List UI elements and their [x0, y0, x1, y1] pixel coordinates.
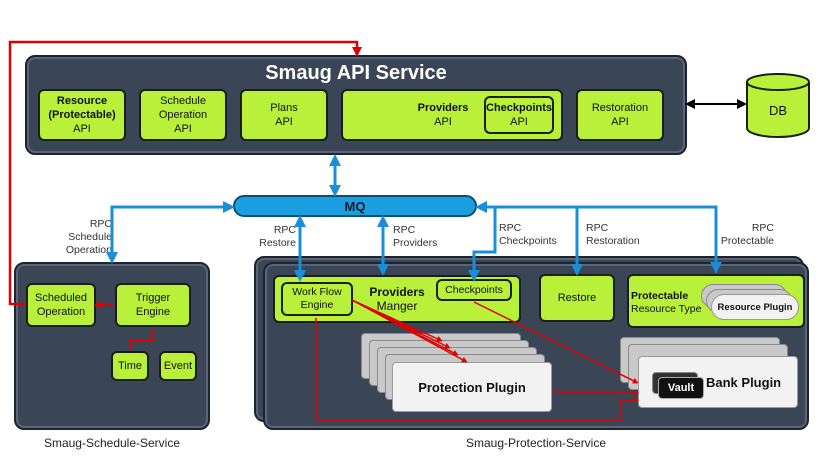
- checkpoints-api-box: Checkpoints API: [484, 96, 554, 134]
- resource-api-box: Resource (Protectable) API: [38, 89, 126, 141]
- mq-schedule-arrow: [106, 201, 235, 264]
- protectable-resource-type-label: Protectable Resource Type: [631, 290, 705, 316]
- protection-plugin-box: Protection Plugin: [392, 362, 552, 412]
- rpc-protectable-line2: Protectable: [720, 235, 774, 247]
- vault-label: Vault: [667, 382, 695, 394]
- schedule-operation-api-box: Schedule Operation API: [139, 89, 227, 141]
- protection-service-caption: Smaug-Protection-Service: [465, 436, 607, 450]
- restoration-api-label1: Restoration: [591, 102, 649, 114]
- rpc-restore-line1: RPC: [273, 224, 296, 236]
- api-service-title: Smaug API Service: [265, 62, 447, 84]
- checkpoints-api-label2: API: [510, 116, 528, 128]
- schedule-api-label3: API: [174, 123, 192, 135]
- workflow-to-plugin-4: [351, 299, 468, 363]
- resource-plugin-box: Resource Plugin: [711, 294, 799, 320]
- workflow-to-bank-loop: [315, 318, 639, 421]
- trigger-engine-label1: Trigger: [135, 292, 171, 304]
- plans-api-box: Plans API: [240, 89, 328, 141]
- restore-box: Restore: [539, 274, 615, 322]
- trigger-to-time-event-link: [129, 329, 154, 350]
- schedule-api-label1: Schedule: [160, 95, 206, 107]
- bank-plugin-label: Bank Plugin: [706, 375, 782, 390]
- checkpoints-api-label1: Checkpoints: [486, 102, 553, 114]
- protectable-label1: Protectable: [631, 290, 689, 302]
- checkpoints-to-bank-arrow: [473, 301, 639, 384]
- resource-api-label1: Resource: [56, 95, 108, 107]
- plans-api-label2: API: [275, 116, 293, 128]
- event-box: Event: [159, 351, 197, 381]
- event-label: Event: [163, 360, 193, 372]
- rpc-restore-label: RPC Restore: [256, 224, 296, 250]
- plans-api-label1: Plans: [270, 102, 298, 114]
- providers-api-label2: API: [434, 116, 452, 128]
- restore-label: Restore: [557, 292, 597, 304]
- protectable-label2: Resource Type: [631, 303, 702, 315]
- schedule-to-api-red-line: [8, 40, 362, 306]
- protection-plugin-label: Protection Plugin: [418, 379, 526, 395]
- workflow-engine-label1: Work Flow: [292, 286, 342, 298]
- rpc-restore-line2: Restore: [259, 237, 296, 249]
- providers-manager-label: Providers Manger: [362, 285, 432, 313]
- time-label: Time: [117, 360, 143, 372]
- rpc-schedule-line2: Schedule: [68, 231, 112, 243]
- rpc-schedule-line3: Operation: [65, 244, 112, 256]
- scheduled-operation-label1: Scheduled: [35, 292, 87, 304]
- resource-plugin-label: Resource Plugin: [717, 301, 793, 313]
- db-cylinder-icon: [746, 73, 810, 138]
- workflow-engine-box: Work Flow Engine: [281, 282, 353, 316]
- restoration-api-label2: API: [611, 116, 629, 128]
- rpc-providers-line2: Providers: [393, 237, 438, 249]
- mq-right-bus: [475, 201, 722, 274]
- bank-plugin-box: [638, 356, 798, 408]
- resource-api-label2: (Protectable): [48, 109, 116, 121]
- resource-api-label3: API: [73, 123, 91, 135]
- schedule-api-label2: Operation: [158, 109, 208, 121]
- providers-manager-label1: Providers: [369, 285, 425, 299]
- time-box: Time: [111, 351, 149, 381]
- providers-manager-label2: Manger: [376, 299, 418, 313]
- db-label: DB: [768, 103, 788, 118]
- vault-box: Vault: [658, 377, 704, 399]
- providers-api-label1: Providers: [417, 102, 469, 114]
- schedule-service-caption: Smaug-Schedule-Service: [43, 436, 181, 450]
- rpc-protectable-label: RPC Protectable: [716, 222, 774, 248]
- mq-checkpoints-arrow: [468, 207, 497, 282]
- rpc-providers-line1: RPC: [393, 224, 416, 236]
- rpc-providers-label: RPC Providers: [393, 224, 437, 250]
- mq-label: MQ: [344, 199, 366, 214]
- restoration-api-box: Restoration API: [576, 89, 664, 141]
- trigger-engine-label2: Engine: [135, 306, 171, 318]
- rpc-protectable-line1: RPC: [751, 222, 774, 234]
- workflow-engine-label2: Engine: [300, 299, 334, 311]
- trigger-engine-box: Trigger Engine: [115, 283, 191, 327]
- checkpoints-label: Checkpoints: [445, 284, 503, 296]
- scheduled-operation-label2: Operation: [36, 306, 86, 318]
